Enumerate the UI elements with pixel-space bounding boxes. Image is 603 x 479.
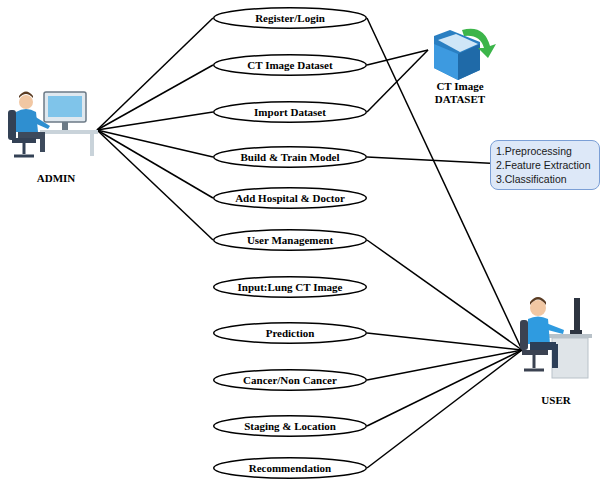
use-case-ellipse: Add Hospital & Doctor xyxy=(213,187,367,209)
association-line xyxy=(367,350,522,468)
process-steps-box: 1.Preprocessing 2.Feature Extraction 3.C… xyxy=(490,140,600,190)
actor-figure: USER xyxy=(512,292,600,412)
use-case-label: Cancer/Non Cancer xyxy=(243,374,337,386)
use-case-label: Recommendation xyxy=(249,462,332,474)
association-line xyxy=(97,18,213,130)
use-case-label: Staging & Location xyxy=(244,420,336,432)
use-case-label: Register/Login xyxy=(255,12,325,24)
use-case-ellipse: Input:Lung CT Image xyxy=(213,276,367,298)
folder-illustration xyxy=(428,22,500,82)
use-case-label: Add Hospital & Doctor xyxy=(235,192,345,204)
use-case-ellipse: Prediction xyxy=(213,322,367,344)
use-case-label: Input:Lung CT Image xyxy=(238,281,343,293)
process-steps-text: 1.Preprocessing 2.Feature Extraction 3.C… xyxy=(496,144,594,186)
use-case-ellipse: Register/Login xyxy=(213,7,367,29)
use-case-label: Prediction xyxy=(266,327,315,339)
person-at-desk-illustration xyxy=(4,82,104,162)
association-line xyxy=(367,350,522,426)
association-line xyxy=(97,130,213,240)
use-case-ellipse: Recommendation xyxy=(213,457,367,479)
association-line xyxy=(97,65,213,130)
association-line xyxy=(367,50,428,112)
actor-label: USER xyxy=(512,394,600,406)
association-line xyxy=(367,333,522,350)
use-case-label: User Management xyxy=(247,234,333,246)
use-case-ellipse: Import Dataset xyxy=(213,101,367,123)
actor-figure: ADMIN xyxy=(4,82,108,190)
use-case-ellipse: CT Image Dataset xyxy=(213,54,367,76)
actor-label: ADMIN xyxy=(4,172,108,184)
association-line xyxy=(97,130,213,198)
association-line xyxy=(367,157,490,163)
use-case-ellipse: Cancer/Non Cancer xyxy=(213,369,367,391)
use-case-ellipse: Build & Train Model xyxy=(213,146,367,168)
use-case-label: CT Image Dataset xyxy=(247,59,332,71)
association-line xyxy=(97,112,213,130)
association-line xyxy=(367,50,428,65)
association-line xyxy=(367,240,522,350)
person-at-desk-illustration xyxy=(512,292,596,382)
dataset-icon: CT Image DATASET xyxy=(420,22,500,98)
association-line xyxy=(367,350,522,380)
use-case-ellipse: Staging & Location xyxy=(213,415,367,437)
association-line xyxy=(97,130,213,157)
actor-label: CT Image DATASET xyxy=(420,80,500,106)
use-case-ellipse: User Management xyxy=(213,229,367,251)
use-case-label: Build & Train Model xyxy=(241,151,340,163)
use-case-label: Import Dataset xyxy=(254,106,326,118)
